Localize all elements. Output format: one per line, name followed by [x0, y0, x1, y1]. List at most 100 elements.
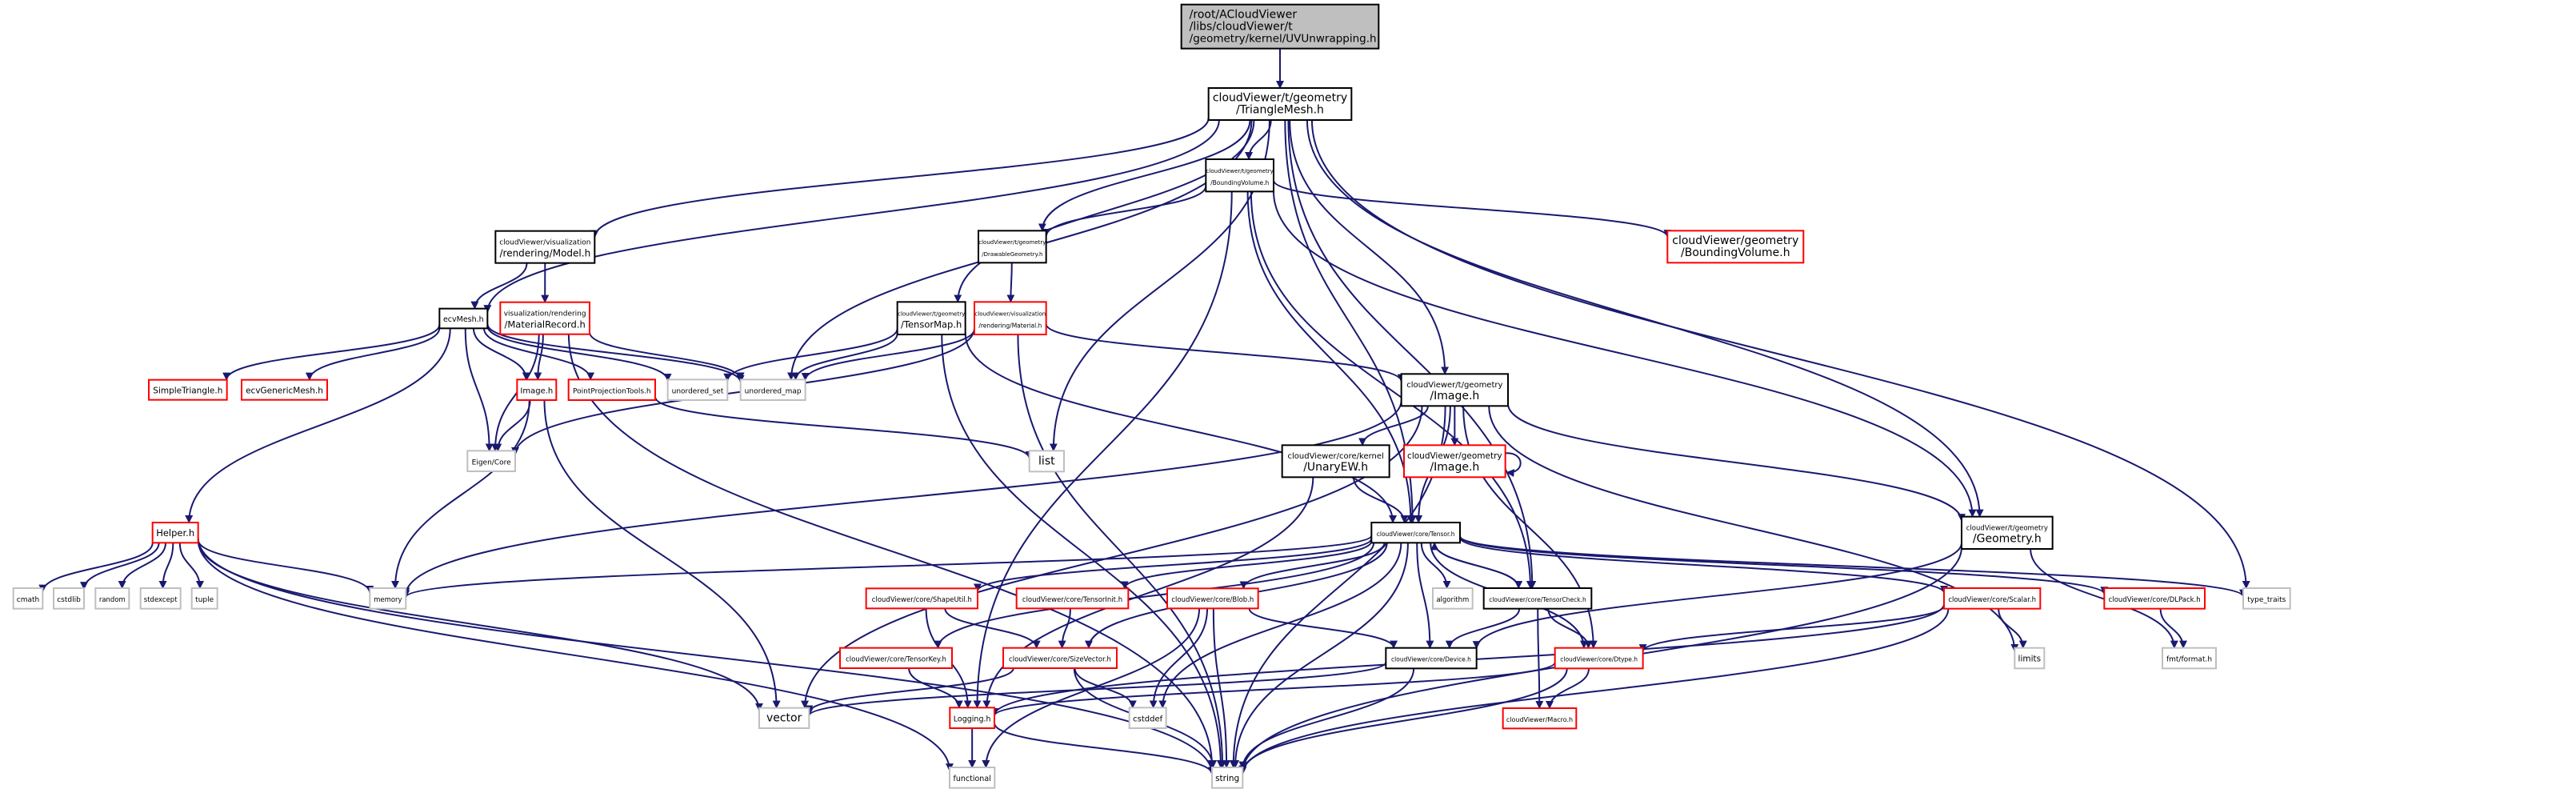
node-Tensor[interactable]: cloudViewer/core/Tensor.h: [1370, 522, 1462, 544]
node-vector[interactable]: vector: [758, 707, 810, 730]
node-Model[interactable]: cloudViewer/visualization/rendering/Mode…: [494, 230, 596, 264]
edge-Helper-to-cmath: [38, 543, 154, 593]
node-unordered_map[interactable]: unordered_map: [739, 378, 806, 402]
node-type_traits[interactable]: type_traits: [2242, 587, 2291, 610]
node-label: cloudViewer/visualization: [974, 310, 1046, 317]
edge-TriangleMesh-to-TensorCheck: [1287, 119, 1537, 589]
node-Dtype[interactable]: cloudViewer/core/Dtype.h: [1554, 647, 1644, 670]
edges-layer: [38, 48, 2250, 775]
node-ImageH[interactable]: Image.h: [516, 378, 558, 402]
node-box: [148, 378, 228, 401]
node-ecvGenericMesh[interactable]: ecvGenericMesh.h: [241, 378, 328, 401]
node-ecvMesh[interactable]: ecvMesh.h: [438, 307, 489, 330]
edge-BoundingVolumeT-to-GeometryT: [1273, 190, 1977, 518]
node-label: cloudViewer/geometry: [1407, 451, 1502, 461]
node-label: Helper.h: [156, 527, 194, 539]
node-box: [949, 767, 996, 789]
node-label: stdexcept: [144, 596, 178, 604]
node-UnaryEW[interactable]: cloudViewer/core/kernel/UnaryEW.h: [1281, 444, 1390, 479]
node-TensorCheck[interactable]: cloudViewer/core/TensorCheck.h: [1482, 587, 1593, 610]
node-label: /Image.h: [1430, 461, 1479, 474]
edge-DLPack-to-fmtformat: [2159, 608, 2188, 649]
node-box: [1281, 444, 1390, 479]
node-label: /BoundingVolume.h: [1210, 179, 1269, 186]
node-Blob[interactable]: cloudViewer/core/Blob.h: [1166, 587, 1259, 610]
node-ImageG[interactable]: cloudViewer/geometry/Image.h: [1403, 444, 1506, 479]
edge-TriangleMesh-to-TensorMap: [954, 119, 1255, 303]
node-BoundingVolumeG[interactable]: cloudViewer/geometry/BoundingVolume.h: [1666, 230, 1805, 264]
node-TensorInit[interactable]: cloudViewer/core/TensorInit.h: [1015, 587, 1130, 610]
node-Device[interactable]: cloudViewer/core/Device.h: [1385, 647, 1478, 670]
node-label: /UnaryEW.h: [1303, 461, 1368, 474]
node-memory[interactable]: memory: [369, 587, 407, 610]
node-unordered_set[interactable]: unordered_set: [666, 378, 729, 402]
node-label: cloudViewer/t/geometry: [1206, 168, 1274, 174]
node-box: [499, 301, 590, 335]
node-Logging[interactable]: Logging.h: [949, 707, 996, 729]
node-label: cloudViewer/t/geometry: [1406, 381, 1502, 390]
node-box: [2242, 587, 2291, 610]
node-GeometryT[interactable]: cloudViewer/t/geometry/Geometry.h: [1961, 515, 2054, 551]
node-EigenCore[interactable]: Eigen/Core: [466, 450, 516, 472]
node-label: ecvGenericMesh.h: [246, 386, 323, 395]
edge-Model-to-ecvMesh: [470, 262, 528, 310]
edge-ImageT-to-Dtype: [1462, 406, 1598, 649]
edge-Dtype-to-Macro: [1546, 668, 1590, 709]
node-tuple[interactable]: tuple: [190, 587, 218, 610]
node-DLPack[interactable]: cloudViewer/core/DLPack.h: [2103, 587, 2206, 610]
node-label: cmath: [17, 596, 39, 604]
node-cmath[interactable]: cmath: [12, 587, 44, 610]
node-box: [1028, 450, 1065, 473]
edge-MaterialRecord-to-ImageH: [534, 334, 544, 381]
node-box: [2103, 587, 2206, 610]
node-ImageT[interactable]: cloudViewer/t/geometry/Image.h: [1400, 373, 1509, 407]
node-functional[interactable]: functional: [949, 767, 996, 789]
edge-Tensor-to-Device: [1416, 543, 1434, 649]
node-MaterialRecord[interactable]: visualization/rendering/MaterialRecord.h: [499, 301, 590, 335]
node-TriangleMesh[interactable]: cloudViewer/t/geometry/TriangleMesh.h: [1207, 87, 1353, 121]
node-box: [2162, 647, 2217, 670]
edge-Blob-to-string: [1212, 608, 1231, 768]
node-Macro[interactable]: cloudViewer/Macro.h: [1502, 707, 1578, 730]
node-SizeVector[interactable]: cloudViewer/core/SizeVector.h: [1002, 647, 1118, 670]
node-Material[interactable]: cloudViewer/visualization/rendering/Mate…: [974, 301, 1047, 336]
node-TensorKey[interactable]: cloudViewer/core/TensorKey.h: [839, 647, 953, 670]
edge-ecvMesh-to-SimpleTriangle: [222, 324, 441, 381]
node-TensorMap[interactable]: cloudViewer/t/geometry/TensorMap.h: [896, 301, 966, 336]
node-fmtformat[interactable]: fmt/format.h: [2162, 647, 2217, 670]
node-label: /MaterialRecord.h: [505, 318, 586, 330]
node-label: visualization/rendering: [504, 310, 586, 318]
node-box: [974, 301, 1047, 336]
nodes-layer: /root/ACloudViewer/libs/cloudViewer/t/ge…: [12, 3, 2291, 789]
node-DrawableGeometry[interactable]: cloudViewer/t/geometry/DrawableGeometry.…: [978, 230, 1047, 264]
node-PointProjectionTools[interactable]: PointProjectionTools.h: [567, 378, 657, 402]
node-algorithm[interactable]: algorithm: [1432, 587, 1474, 610]
node-label: /Image.h: [1430, 390, 1479, 403]
node-label: cloudViewer/t/geometry: [978, 239, 1046, 246]
edge-TensorMap-to-Tensor: [964, 333, 1398, 523]
node-SimpleTriangle[interactable]: SimpleTriangle.h: [148, 378, 228, 401]
node-Scalar[interactable]: cloudViewer/core/Scalar.h: [1943, 587, 2042, 610]
node-Helper[interactable]: Helper.h: [151, 522, 199, 544]
node-label: limits: [2018, 655, 2042, 664]
edge-PointProjectionTools-to-list: [654, 396, 1034, 459]
node-random[interactable]: random: [94, 587, 130, 610]
edge-TensorCheck-to-Dtype: [1547, 608, 1593, 649]
node-label: algorithm: [1436, 596, 1469, 604]
node-ShapeUtil[interactable]: cloudViewer/core/ShapeUtil.h: [865, 587, 978, 610]
node-label: tuple: [195, 596, 214, 604]
node-stdexcept[interactable]: stdexcept: [139, 587, 182, 610]
node-label: SimpleTriangle.h: [153, 386, 222, 395]
node-cstdlib[interactable]: cstdlib: [53, 587, 85, 610]
node-string[interactable]: string: [1211, 767, 1244, 789]
node-box: [839, 647, 953, 670]
node-limits[interactable]: limits: [2014, 647, 2046, 670]
node-root[interactable]: /root/ACloudViewer/libs/cloudViewer/t/ge…: [1180, 3, 1380, 50]
node-list[interactable]: list: [1028, 450, 1065, 473]
edge-Blob-to-Device: [1248, 607, 1398, 649]
edge-BoundingVolumeT-to-DrawableGeometry: [1042, 186, 1207, 238]
node-label: cloudViewer/core/TensorKey.h: [846, 656, 946, 664]
node-label: fmt/format.h: [2166, 656, 2212, 664]
node-cstddef[interactable]: cstddef: [1128, 707, 1167, 729]
node-BoundingVolumeT[interactable]: cloudViewer/t/geometry/BoundingVolume.h: [1205, 158, 1275, 193]
